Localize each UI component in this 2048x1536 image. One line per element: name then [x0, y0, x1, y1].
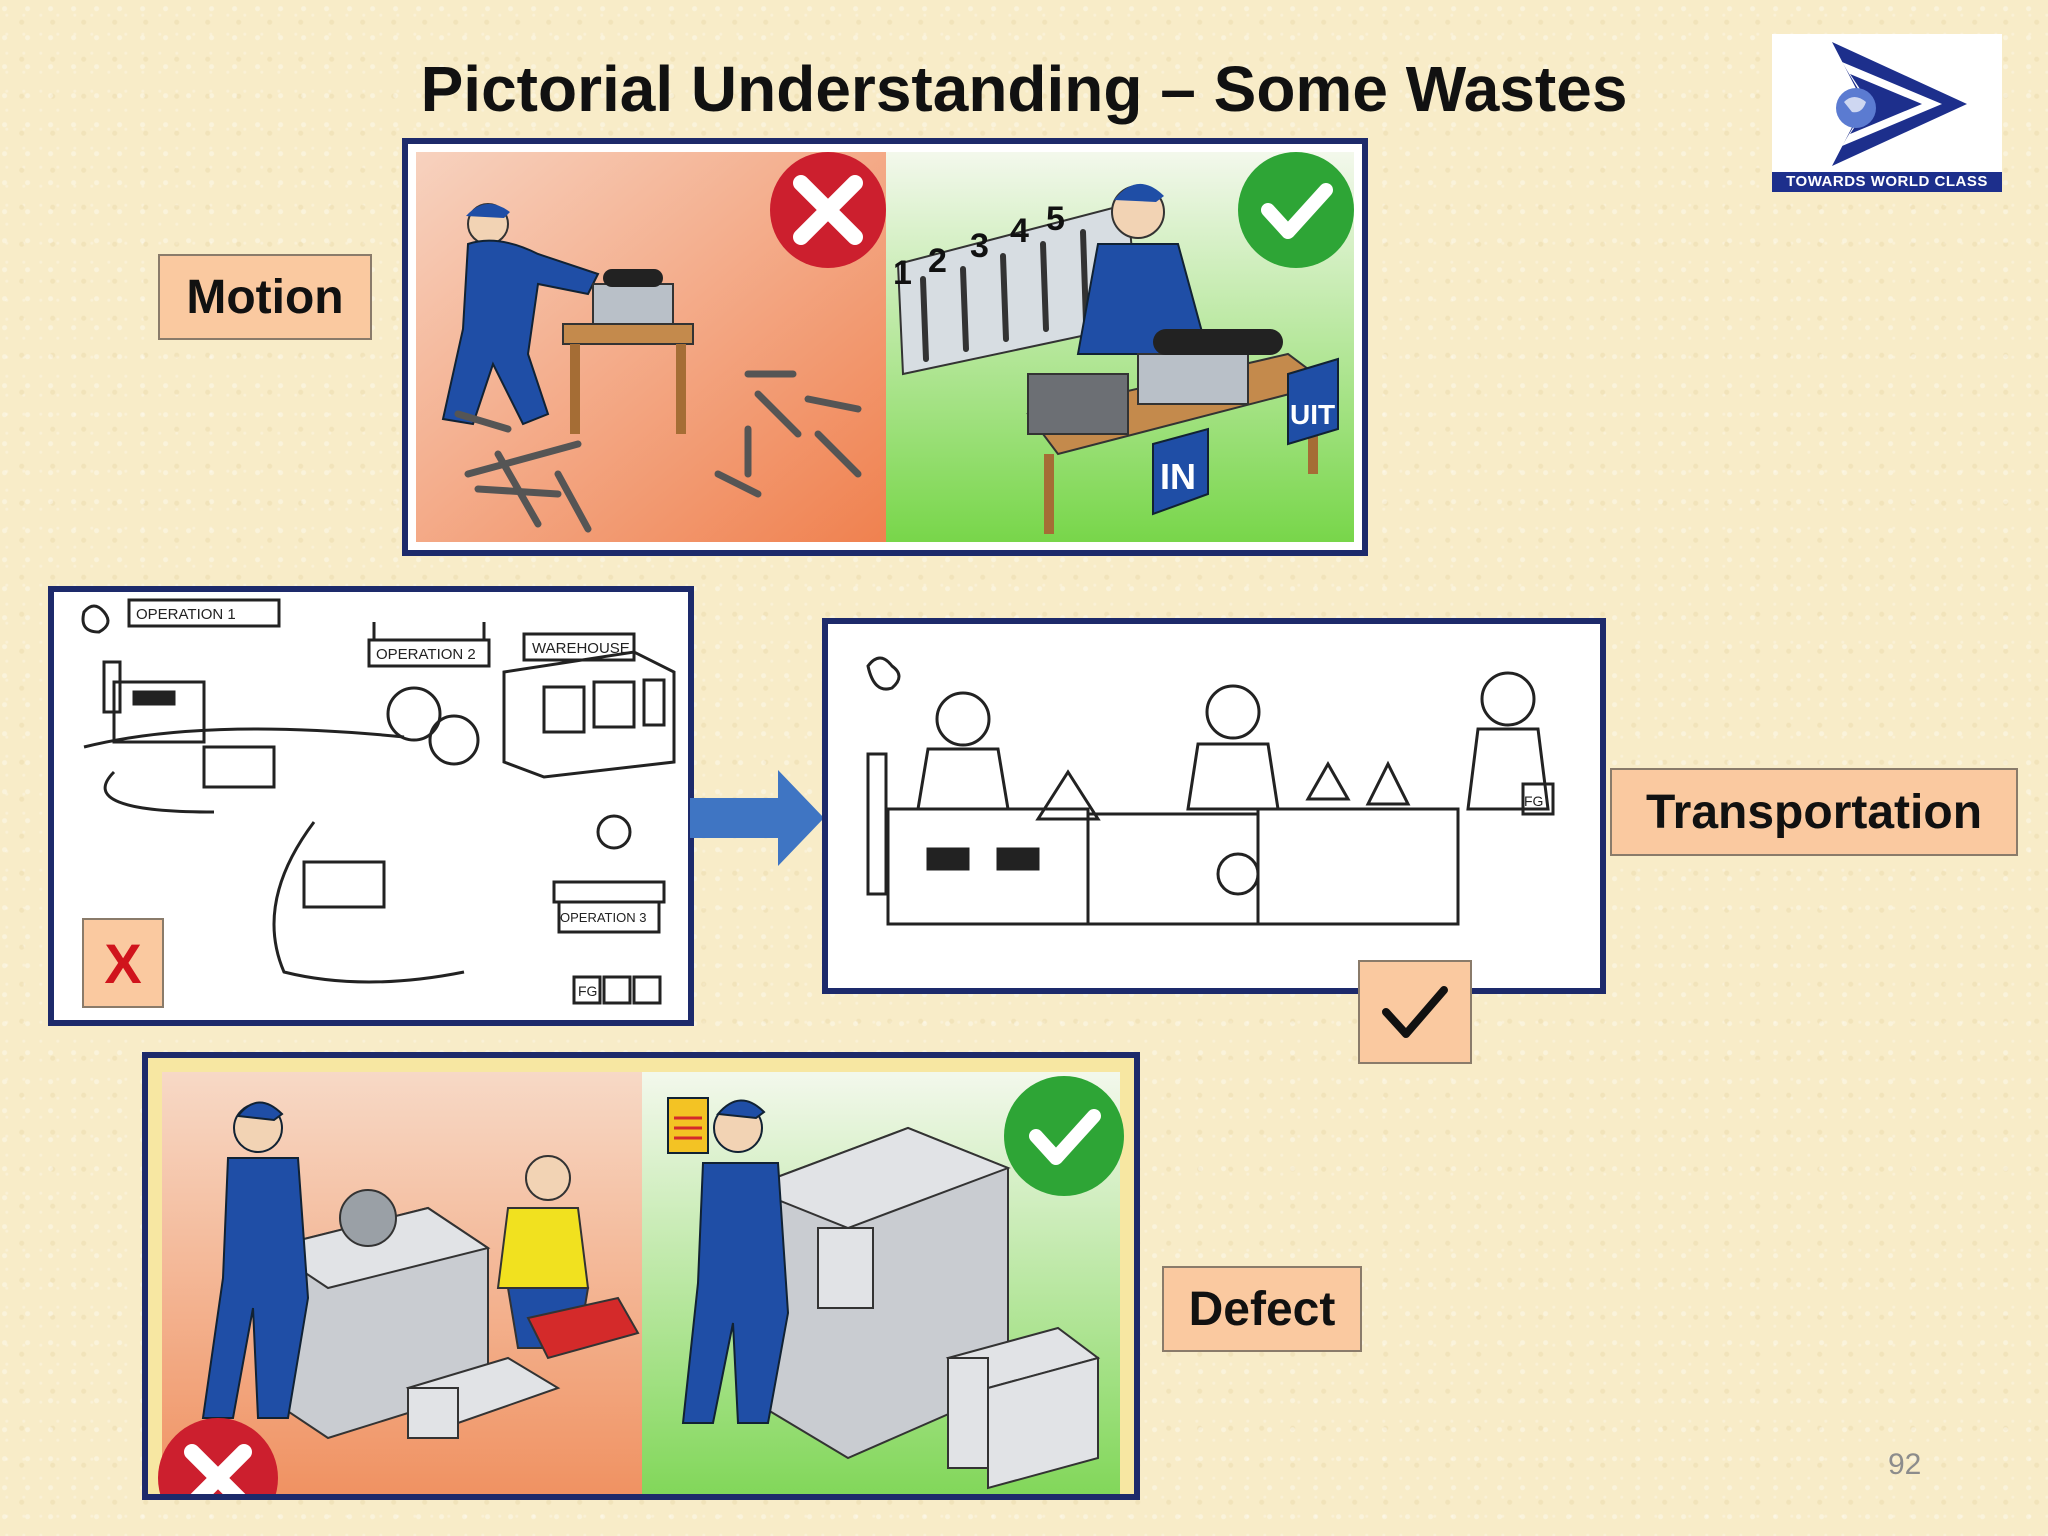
wrong-icon	[770, 152, 886, 268]
workbench	[562, 269, 694, 434]
tool-number-4: 4	[1010, 212, 1029, 250]
worker-blue-left	[201, 1101, 310, 1419]
fg-box-label: FG	[578, 983, 597, 999]
arrow-globe-logo-icon	[1832, 42, 1967, 166]
scattered-tools	[454, 370, 862, 533]
sign-operation-3: OPERATION 3	[560, 910, 646, 925]
slide-title: Pictorial Understanding – Some Wastes	[420, 53, 1628, 125]
transportation-good-panel: FG	[822, 618, 1606, 994]
in-label: IN	[1160, 456, 1196, 497]
motion-panel: 1 2 3 4 5 IN UIT	[402, 138, 1368, 556]
wrong-mark-label: X	[82, 918, 164, 1008]
fg-box-label-good: FG	[1524, 793, 1543, 809]
tool-number-3: 3	[970, 227, 989, 265]
correct-icon	[1238, 152, 1354, 268]
transportation-label: Transportation	[1610, 768, 2018, 856]
check-icon	[1382, 986, 1448, 1038]
flow-line-illustration: FG	[828, 624, 1600, 988]
parts-crate-left	[405, 1296, 640, 1439]
worker-blue-right	[667, 1097, 790, 1424]
motion-label: Motion	[158, 254, 372, 340]
defect-illustration	[158, 1072, 1124, 1494]
out-label: UIT	[1290, 399, 1335, 430]
parts-crate-right	[945, 1326, 1101, 1490]
company-logo: TOWARDS WORLD CLASS	[1772, 34, 2002, 192]
sign-warehouse: WAREHOUSE	[532, 640, 630, 657]
worker-standing	[1076, 183, 1210, 355]
conveyor-table: IN UIT	[1026, 329, 1339, 534]
sign-operation-2: OPERATION 2	[376, 646, 476, 663]
defect-label: Defect	[1162, 1266, 1362, 1352]
arrow-right-icon	[690, 770, 824, 866]
correct-mark-label	[1358, 960, 1472, 1064]
tool-number-5: 5	[1046, 200, 1065, 238]
wrong-icon-defect	[158, 1418, 278, 1494]
logo-caption: TOWARDS WORLD CLASS	[1772, 172, 2002, 192]
tool-number-2: 2	[928, 242, 947, 280]
page-number: 92	[1888, 1448, 1922, 1481]
tool-number-1: 1	[893, 254, 912, 292]
worker-bending	[441, 203, 600, 426]
motion-illustration: 1 2 3 4 5 IN UIT	[408, 144, 1362, 550]
sign-operation-1: OPERATION 1	[136, 606, 236, 623]
defect-panel	[142, 1052, 1140, 1500]
correct-icon-defect	[1004, 1076, 1124, 1196]
